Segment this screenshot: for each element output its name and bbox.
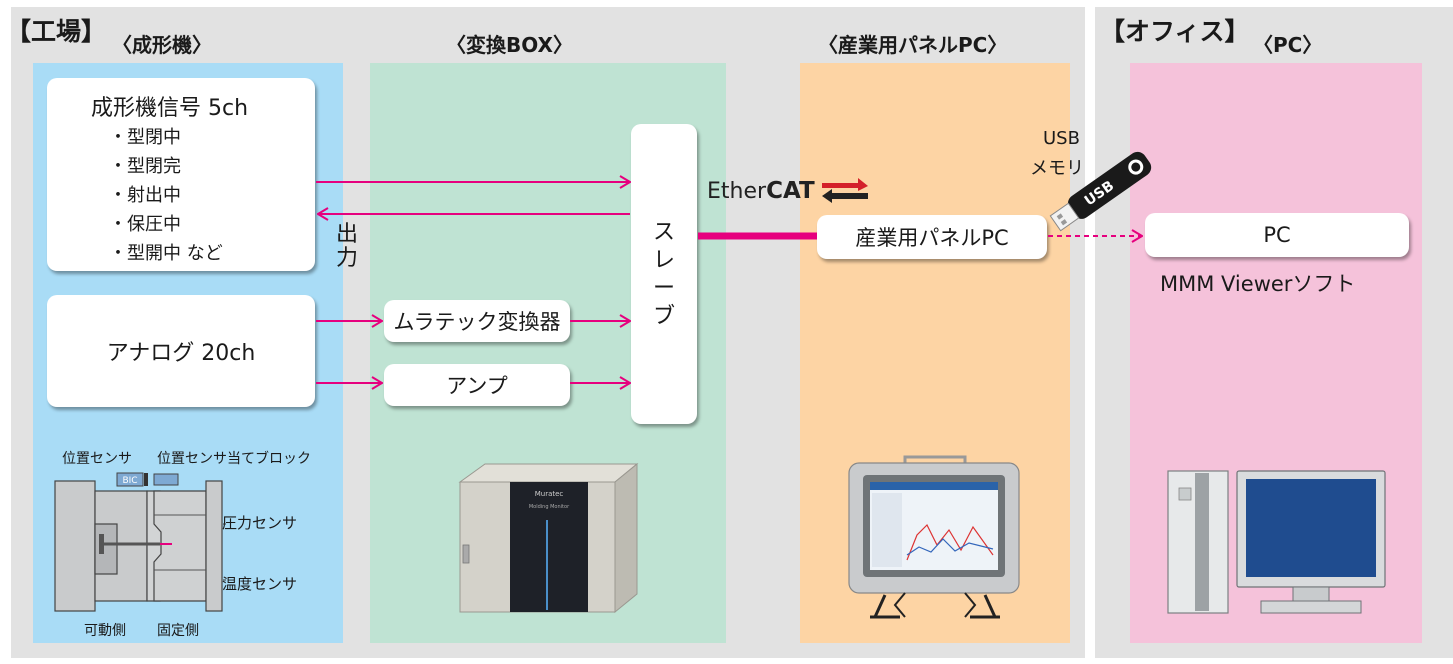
slave-char: ー: [652, 276, 675, 301]
converter-box-header: 〈変換BOX〉: [446, 33, 573, 57]
machine-header: 〈成形機〉: [112, 33, 212, 57]
output-label-char: 出: [335, 222, 358, 247]
pc-software-label: MMM Viewerソフト: [1160, 272, 1356, 296]
output-label-char: 力: [335, 246, 358, 271]
pc-box: PC: [1145, 213, 1409, 257]
ethercat-logo: EtherCAT: [707, 178, 815, 204]
panel-pc-box: 産業用パネルPC: [817, 215, 1047, 259]
molding-signals-box: 成形機信号 5ch ・型閉中 ・型閉完 ・射出中 ・保圧中 ・型開中 など: [47, 78, 315, 271]
position-block-label: 位置センサ当てブロック: [157, 451, 311, 467]
slave-char: ス: [652, 220, 675, 245]
converter-box: ムラテック変換器: [384, 300, 570, 342]
slave-char: レ: [652, 248, 675, 273]
panel-pc-header: 〈産業用パネルPC〉: [818, 33, 1008, 57]
signal-item: ・型閉完: [109, 156, 181, 177]
movable-side-label: 可動側: [84, 623, 126, 639]
ethercat-text-cat: CAT: [766, 178, 815, 204]
office-label: 【オフィス】: [1100, 17, 1250, 46]
ethercat-arrows-icon: [822, 178, 868, 203]
signals-title: 成形機信号 5ch: [91, 96, 249, 121]
signal-item: ・保圧中: [109, 214, 181, 235]
analog-box: アナログ 20ch: [47, 295, 315, 407]
converter-brand-text: Muratec: [535, 490, 564, 498]
position-sensor-label: 位置センサ: [62, 451, 132, 467]
pc-header: 〈PC〉: [1253, 33, 1323, 57]
amp-box: アンプ: [384, 364, 570, 406]
pressure-sensor-label: 圧力センサ: [222, 514, 298, 532]
slave-box: ス レ ー ブ: [631, 124, 697, 424]
converter-device-illustration: Muratec Molding Monitor: [458, 462, 639, 614]
factory-label: 【工場】: [6, 17, 107, 46]
temperature-sensor-label: 温度センサ: [222, 575, 298, 593]
bic-label: BIC: [122, 476, 137, 486]
slave-char: ブ: [652, 304, 675, 329]
usb-label-line1: USB: [1043, 128, 1080, 149]
pc-illustration: [1167, 470, 1386, 614]
signal-item: ・射出中: [109, 185, 181, 206]
usb-label-line2: メモリ: [1030, 158, 1084, 179]
mold-diagram: BIC: [54, 472, 226, 612]
ethercat-text-ether: Ether: [707, 179, 767, 204]
panel-pc-illustration: [848, 455, 1020, 619]
signal-item: ・型開中 など: [109, 243, 223, 264]
signal-item: ・型閉中: [109, 127, 181, 148]
converter-model-text: Molding Monitor: [529, 504, 570, 510]
usb-stick-icon: USB: [1049, 151, 1152, 232]
fixed-side-label: 固定側: [157, 623, 199, 639]
